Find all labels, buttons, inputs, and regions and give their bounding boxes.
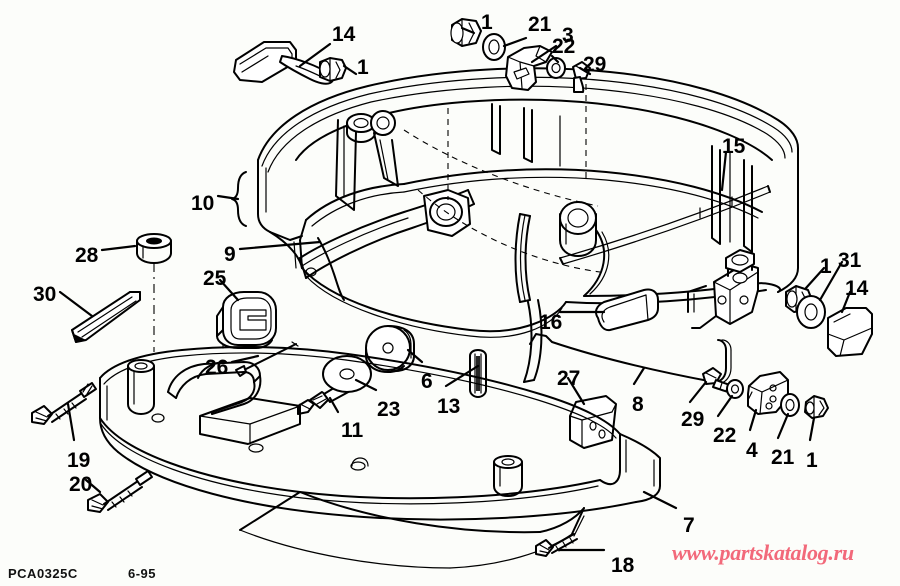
callout-washer: 21 (528, 13, 552, 36)
callout-lower-cowl-pan: 7 (683, 514, 695, 537)
part-21-washer-lower-right (780, 393, 800, 417)
part-28-grommet (136, 233, 172, 352)
part-22-washer-top (546, 57, 566, 79)
callout-seal-strip: 30 (33, 283, 57, 306)
part-13-insulator (469, 349, 487, 398)
callout-nut: 1 (481, 11, 493, 34)
callout-seal-section: 10 (191, 192, 215, 215)
callout-pad: 16 (539, 311, 563, 334)
callout-washer: 21 (771, 446, 795, 469)
callout-nut: 1 (357, 56, 369, 79)
part-21-washer-top (482, 33, 506, 61)
callout-nut: 1 (806, 449, 818, 472)
watermark: www.partskatalog.ru (672, 540, 854, 565)
callout-washer: 31 (838, 249, 862, 272)
part-4-bracket-lower-right (747, 371, 789, 415)
callout-grommet: 28 (75, 244, 99, 267)
part-15-seal (559, 185, 771, 265)
part-3-bracket-right (687, 249, 759, 329)
callout-pin: 26 (205, 356, 229, 379)
callout-latch-handle-right: 14 (845, 277, 869, 300)
callout-screw-long: 19 (67, 449, 91, 472)
figure-code: PCA0325C (8, 566, 78, 581)
part-1-nut-top (450, 18, 482, 47)
part-14-latch-handle-right (827, 307, 873, 357)
callout-washer: 22 (713, 424, 737, 447)
part-23-washer (322, 355, 372, 393)
callout-wire-retainer: 8 (632, 393, 644, 416)
callout-grommet: 6 (421, 370, 433, 393)
part-1-nut-lower-right (804, 395, 829, 419)
part-30-seal-strip (71, 291, 141, 343)
part-25-latch-cover (216, 291, 277, 349)
callout-screw: 29 (583, 53, 607, 76)
callout-upper-cowl-seal: 15 (722, 135, 746, 158)
callout-seal: 9 (224, 243, 236, 266)
part-29-screw-top (572, 61, 591, 93)
callout-screw: 29 (681, 408, 705, 431)
part-19-screw (31, 382, 97, 425)
part-20-screw (87, 470, 153, 513)
part-1-nut-upper-left (319, 57, 347, 82)
part-18-screw (535, 533, 578, 557)
leader-lines (58, 26, 852, 552)
callout-insulator-strip: 13 (437, 395, 461, 418)
callout-washer: 23 (377, 398, 401, 421)
callout-latch-bracket: 4 (746, 439, 758, 462)
part-31-washer-right (796, 295, 826, 329)
part-22-washer-lower-right (726, 379, 744, 399)
callout-washer: 22 (552, 35, 576, 58)
callout-pad: 27 (557, 367, 581, 390)
callout-screw: 20 (69, 473, 93, 496)
callout-stud-screw: 11 (341, 419, 364, 442)
figure-date: 6-95 (128, 566, 157, 581)
callout-latch-handle-upper-left: 14 (332, 23, 356, 46)
callout-latch-cover: 25 (203, 267, 227, 290)
callout-screw: 18 (611, 554, 635, 577)
callout-nut: 1 (820, 255, 832, 278)
callout-latch-bracket: 3 (562, 24, 574, 47)
part-9-seal-hook (317, 237, 345, 301)
